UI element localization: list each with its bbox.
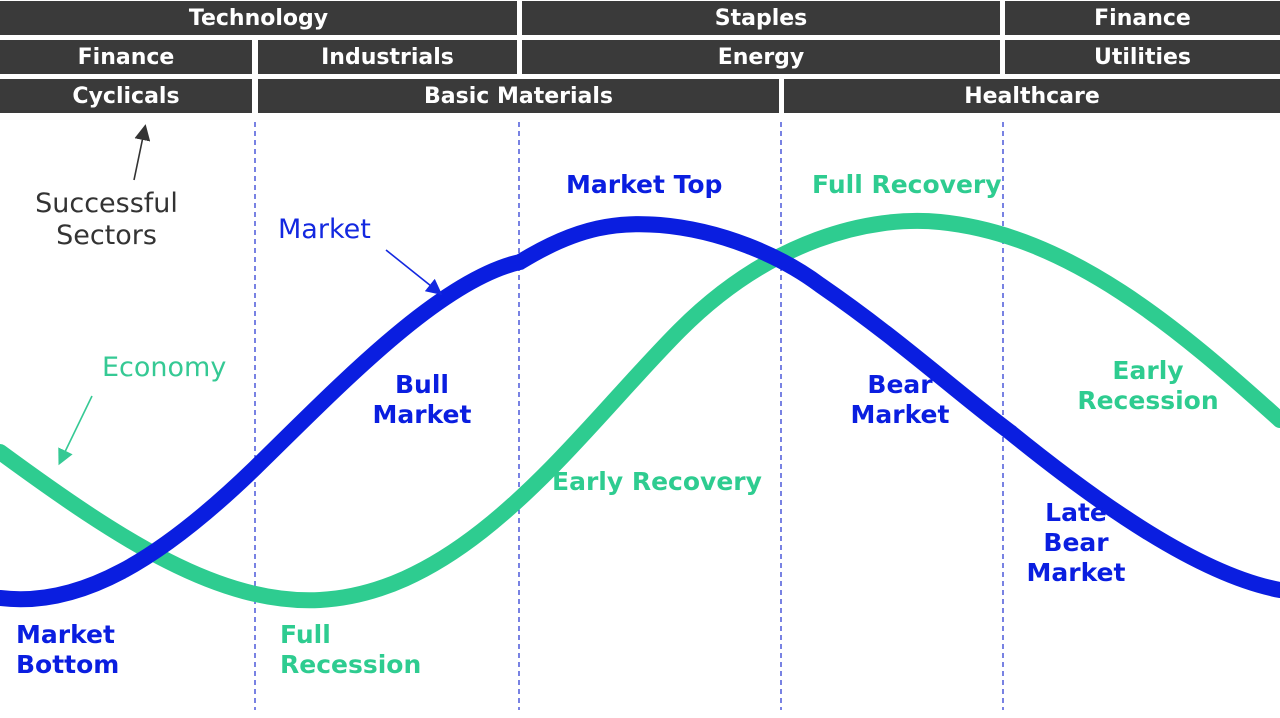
successful-sectors-line: Sectors (56, 220, 157, 252)
bull-market-label: Bull Market (362, 370, 482, 430)
sector-technology: Technology (0, 1, 517, 35)
successful-sectors-label: Successful Sectors (24, 188, 189, 253)
economy-curve (0, 212, 1280, 609)
early-recession-line: Early (1112, 356, 1184, 385)
late-bear-market-line: Bear (1043, 528, 1109, 557)
early-recession-label: Early Recession (1068, 356, 1228, 416)
sector-staples: Staples (522, 1, 1000, 35)
market-curve (0, 216, 1280, 608)
market-annotation: Market (278, 214, 371, 245)
bear-market-label: Bear Market (840, 370, 960, 430)
full-recovery-label: Full Recovery (812, 170, 1002, 199)
economy-annotation: Economy (102, 352, 227, 383)
successful-sectors-line: Successful (35, 188, 178, 219)
late-bear-market-line: Late (1045, 498, 1107, 527)
sector-finance-top: Finance (1005, 1, 1280, 35)
phase-dividers (254, 122, 1004, 710)
market-arrow (385, 249, 443, 295)
sector-basic-materials: Basic Materials (258, 79, 779, 113)
bull-market-line: Market (372, 400, 472, 429)
market-bottom-line: Bottom (16, 650, 120, 679)
late-bear-market-line: Market (1026, 558, 1126, 587)
sector-cyclicals: Cyclicals (0, 79, 252, 113)
market-top-label: Market Top (566, 170, 723, 199)
full-recession-line: Full (280, 620, 331, 649)
economy-arrow (58, 395, 93, 466)
market-bottom-label: Market Bottom (16, 620, 119, 680)
successful-sectors-arrow (133, 124, 151, 181)
late-bear-market-label: Late Bear Market (1016, 498, 1136, 588)
early-recession-line: Recession (1077, 386, 1219, 415)
full-recession-label: Full Recession (280, 620, 421, 680)
full-recession-line: Recession (280, 650, 422, 679)
sector-industrials: Industrials (258, 40, 517, 74)
sector-healthcare: Healthcare (784, 79, 1280, 113)
sector-energy: Energy (522, 40, 1000, 74)
bull-market-line: Bull (395, 370, 449, 399)
sector-utilities: Utilities (1005, 40, 1280, 74)
market-bottom-line: Market (16, 620, 115, 649)
bear-market-line: Market (850, 400, 950, 429)
early-recovery-label: Early Recovery (552, 467, 762, 496)
bear-market-line: Bear (867, 370, 933, 399)
sector-finance: Finance (0, 40, 252, 74)
